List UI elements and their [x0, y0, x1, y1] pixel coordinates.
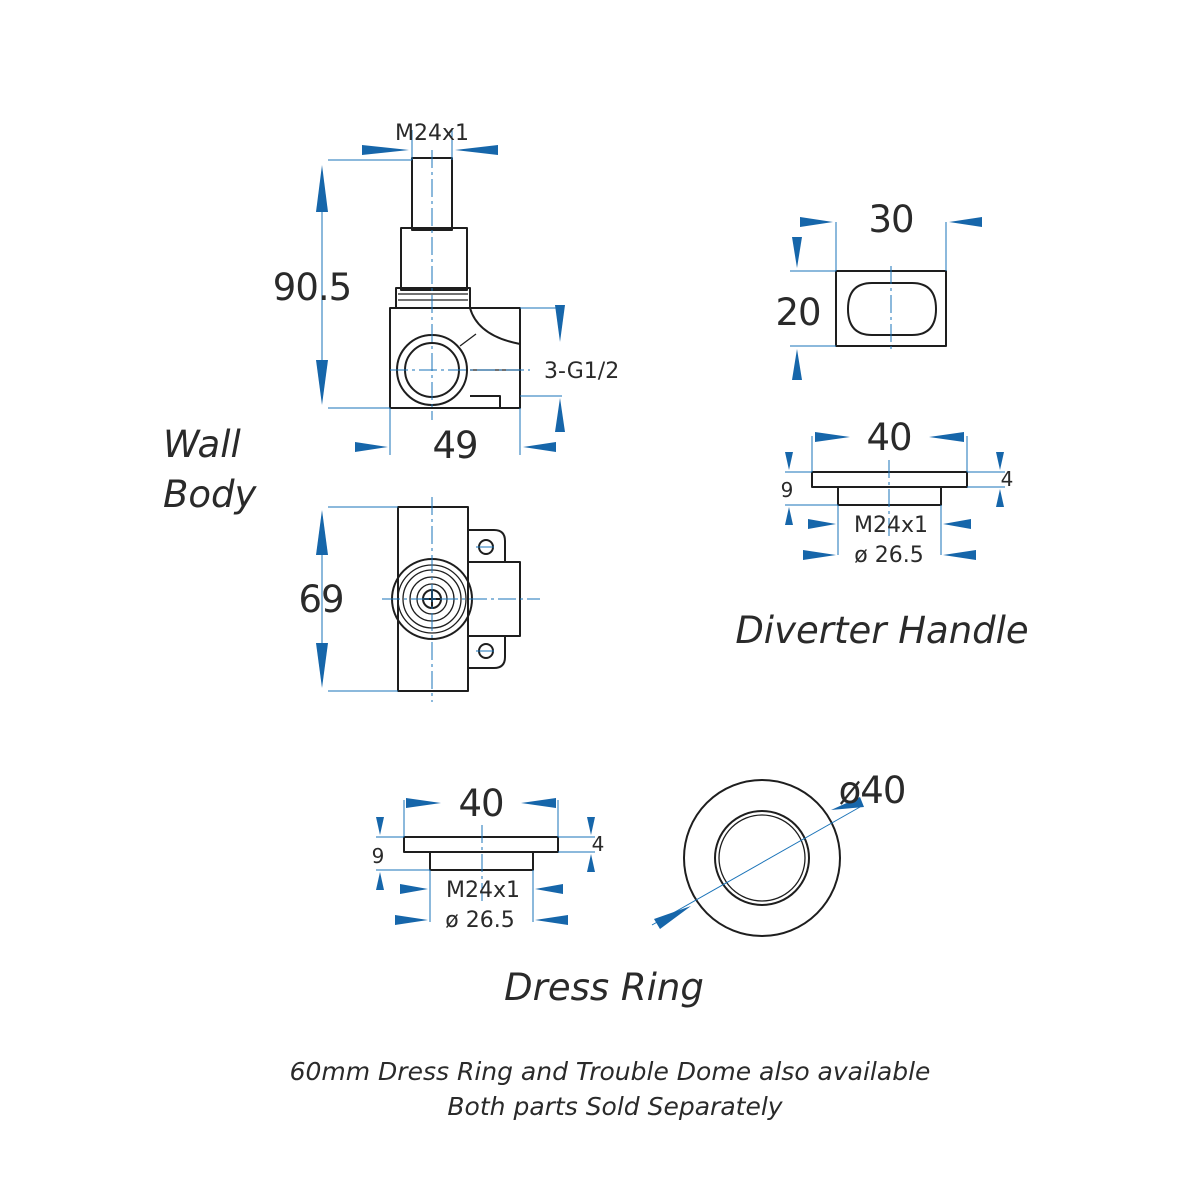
ring-diameter-leader	[651, 806, 861, 926]
wall-body-side-view: M24x1 90.5 3-G1/2 49	[273, 121, 619, 467]
arrow-right	[406, 798, 441, 808]
ring-inner-edge	[718, 814, 806, 902]
dress-ring-front-view: ø40	[651, 769, 906, 937]
ring-inner-circle	[714, 810, 810, 906]
outlet-label: 3-G1/2	[544, 359, 619, 384]
note-line-2: Both parts Sold Separately	[447, 1092, 783, 1121]
arrow-right	[808, 519, 836, 529]
arrow-left	[929, 432, 964, 442]
arrow-right	[355, 442, 388, 452]
arrow-left	[535, 884, 563, 894]
ring-diameter-label: ø 26.5	[445, 908, 514, 933]
diverter-handle-title: Diverter Handle	[735, 609, 1028, 652]
handle-flange-width-label: 40	[866, 416, 911, 459]
arrow-right	[815, 432, 850, 442]
wall-body-side-extension-lines	[321, 130, 562, 455]
diverter-handle-top-view: 30 20	[775, 198, 982, 380]
arrow-down	[785, 452, 793, 470]
arrow-up	[996, 489, 1004, 507]
ring-outer-diameter-label: ø40	[839, 769, 906, 812]
ring-flange-thickness-label: 4	[592, 832, 605, 856]
wall-body-side-arrows	[316, 145, 565, 452]
arrow-left	[943, 550, 976, 560]
arrow-left	[455, 145, 498, 155]
arrow-right	[800, 217, 833, 227]
arrow-left	[535, 915, 568, 925]
arrow-right	[400, 884, 428, 894]
ring-flange	[403, 836, 559, 853]
handle-width-label: 30	[868, 198, 913, 241]
ring-thread-label: M24x1	[446, 878, 520, 903]
handle-diameter-label: ø 26.5	[854, 543, 923, 568]
thread-label: M24x1	[395, 121, 469, 146]
handle-extension-lines	[790, 222, 947, 347]
diverter-handle-side-view: 40 9 4 M24x1 ø 26.5	[781, 416, 1014, 568]
arrow-left	[949, 217, 982, 227]
arrow-up	[316, 165, 328, 212]
arrow-down	[792, 237, 802, 268]
arrow-left	[943, 519, 971, 529]
ring-total-height-label: 9	[372, 844, 385, 868]
arrow-down	[587, 817, 595, 835]
front-height-label: 69	[298, 578, 343, 621]
note-line-1: 60mm Dress Ring and Trouble Dome also av…	[290, 1057, 931, 1086]
arrow-up	[376, 872, 384, 890]
handle-side-extension-lines	[785, 436, 1005, 555]
dress-ring-title: Dress Ring	[504, 966, 704, 1009]
wall-body-front-view: 69	[298, 497, 540, 702]
arrow-right	[395, 915, 428, 925]
arrow-left	[521, 798, 556, 808]
arrow-up	[792, 349, 802, 380]
handle-height-label: 20	[775, 291, 820, 334]
arrow-up	[587, 854, 595, 872]
wall-body-title-line2: Body	[163, 473, 258, 516]
arrow-up	[785, 507, 793, 525]
arrow-right	[362, 145, 409, 155]
dress-ring-side-view: 40 9 4 M24x1 ø 26.5	[372, 782, 605, 933]
ring-side-extension-lines	[376, 800, 595, 922]
ring-width-label: 40	[458, 782, 503, 825]
handle-grip	[847, 282, 937, 336]
height-label: 90.5	[273, 266, 351, 309]
ring-outer-circle	[683, 779, 841, 937]
arrow-down	[316, 360, 328, 405]
handle-flange-thickness-label: 4	[1001, 467, 1014, 491]
arrow-up	[555, 398, 565, 432]
wall-body-title-line1: Wall	[163, 423, 242, 466]
arrow-right	[803, 550, 836, 560]
arrow-down	[376, 817, 384, 835]
handle-thread-label: M24x1	[854, 513, 928, 538]
arrow-diagonal	[654, 906, 691, 929]
arrow-down	[316, 643, 328, 688]
arrow-diagonal	[831, 797, 864, 810]
arrow-left	[523, 442, 556, 452]
arrow-down	[555, 305, 565, 342]
depth-label: 49	[432, 424, 477, 467]
handle-total-height-label: 9	[781, 478, 794, 502]
arrow-up	[316, 510, 328, 555]
arrow-down	[996, 452, 1004, 470]
